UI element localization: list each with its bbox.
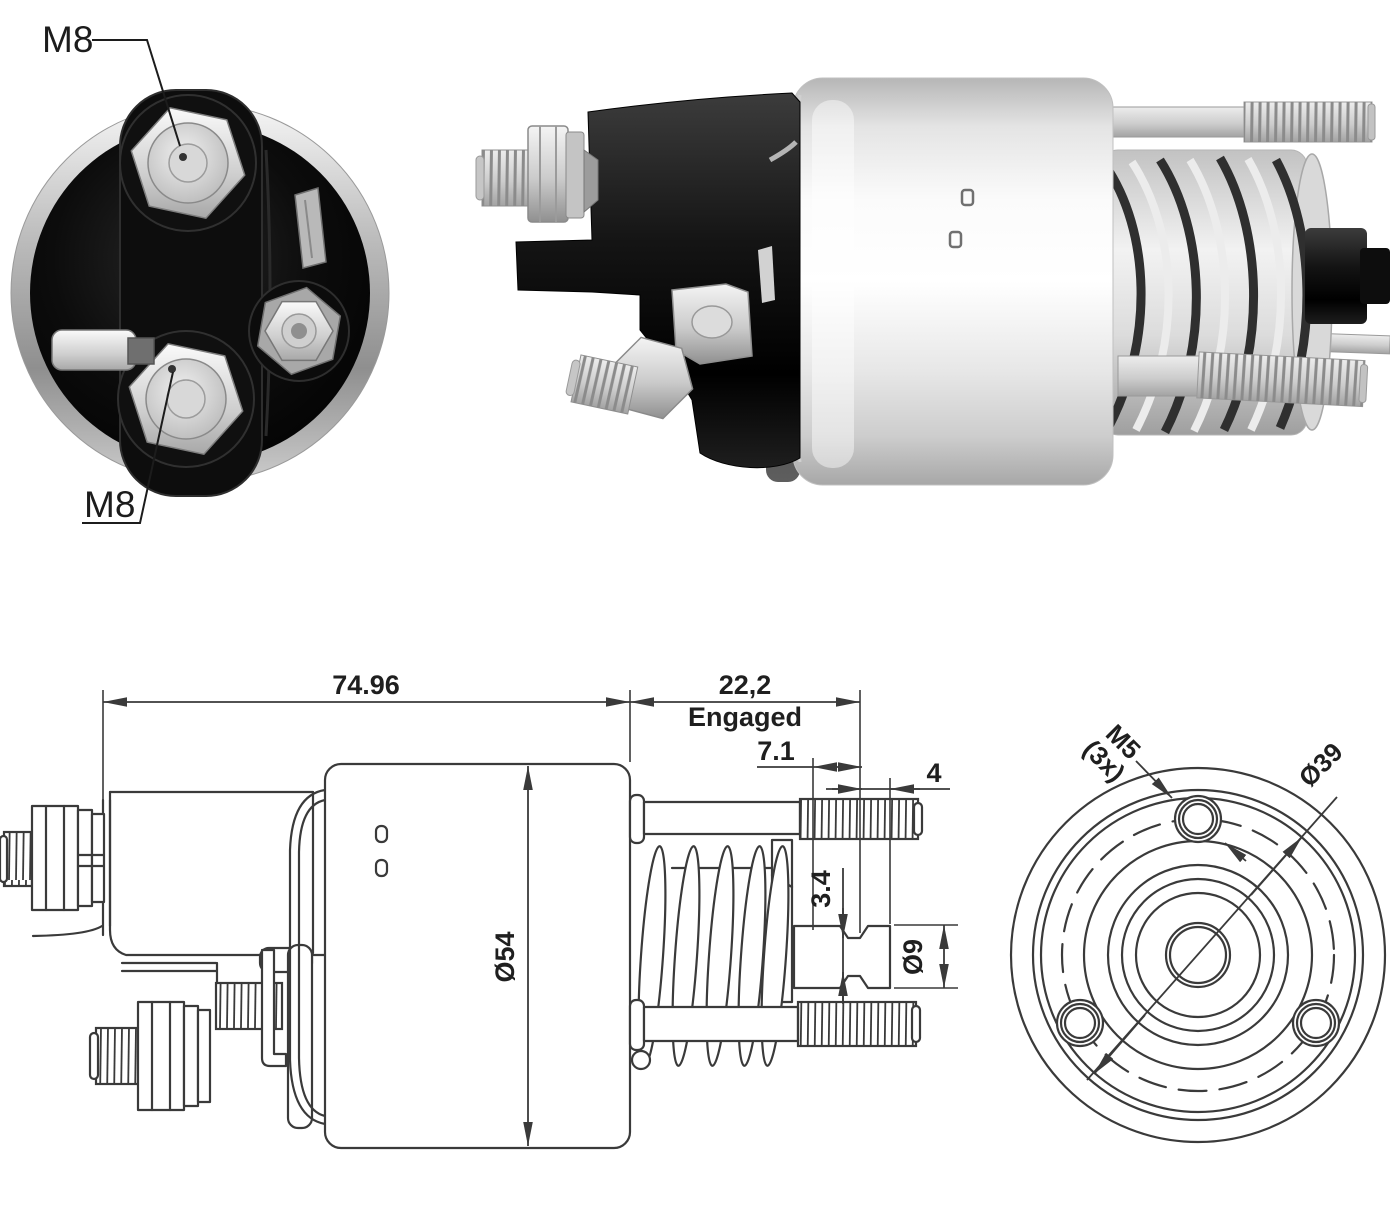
- cap-edge-highlight: [768, 140, 798, 163]
- spring-wire-end: [630, 1049, 652, 1071]
- end-view-photo: M8 M8: [10, 19, 390, 525]
- upper-rod-drawn: [628, 793, 924, 845]
- mounting-view-drawing: M5 (3x) Ø39: [1009, 718, 1387, 1144]
- dim-overall-length: 74.96: [332, 670, 400, 700]
- dim-body-diameter: Ø54: [490, 931, 520, 982]
- rear-connector-black: [1305, 228, 1390, 324]
- mount-hole-left: [1055, 998, 1105, 1048]
- m8-label-top: M8: [42, 19, 93, 60]
- solenoid-housing: [789, 77, 1114, 486]
- housing-body-drawn: [323, 762, 632, 1150]
- dim-engaged-caption: Engaged: [688, 702, 802, 732]
- dim-engaged-length: 22,2: [719, 670, 772, 700]
- stamp-mark-1: [960, 188, 975, 207]
- ground-clip: [51, 329, 155, 371]
- plunger-rod-bottom: [1117, 351, 1369, 408]
- lower-rod-drawn: [628, 998, 922, 1052]
- dimensions-side-view: 74.96 22,2 Engaged 7.1 4 Ø54 3.4 Ø9: [102, 670, 958, 1146]
- dim-thread-tip: 4: [926, 758, 941, 788]
- dim-unthreaded-length: 7.1: [757, 736, 795, 766]
- m8-label-bottom: M8: [84, 484, 135, 525]
- side-view-drawing: 74.96 22,2 Engaged 7.1 4 Ø54 3.4 Ø9: [0, 670, 958, 1150]
- cap-outline: [288, 788, 327, 1126]
- m8-leader-bottom: [82, 371, 174, 524]
- plunger-rod-top: [1077, 101, 1376, 143]
- dim-groove-diameter: Ø9: [898, 939, 928, 975]
- side-view-photo: [475, 77, 1390, 486]
- dim-boss-diameter: Ø39: [1293, 737, 1349, 793]
- cap-highlight: [758, 246, 775, 303]
- terminal-bolt-lower: [117, 330, 255, 468]
- cap-outline-inner: [297, 798, 327, 1118]
- dim-groove-width: 3.4: [806, 870, 836, 908]
- vent-hole-1: [374, 824, 389, 844]
- mount-hole-right: [1291, 998, 1341, 1048]
- m8-leader-top: [92, 39, 181, 147]
- mount-hole-top: [1173, 794, 1223, 844]
- upper-terminal-drawn: [0, 804, 106, 912]
- stamp-mark-2: [948, 230, 963, 249]
- drive-groove-piece: [792, 924, 892, 990]
- vent-hole-2: [374, 858, 389, 878]
- terminal-bolt-upper: [119, 94, 257, 232]
- battery-terminal-stud: [475, 125, 599, 223]
- spade-connector-tab: [294, 187, 327, 269]
- lower-terminal-drawn: [88, 1000, 212, 1112]
- switch-terminal-nut: [248, 280, 350, 382]
- m5-annotation: M5 (3x): [1077, 718, 1247, 863]
- motor-terminal-stud: [565, 283, 753, 420]
